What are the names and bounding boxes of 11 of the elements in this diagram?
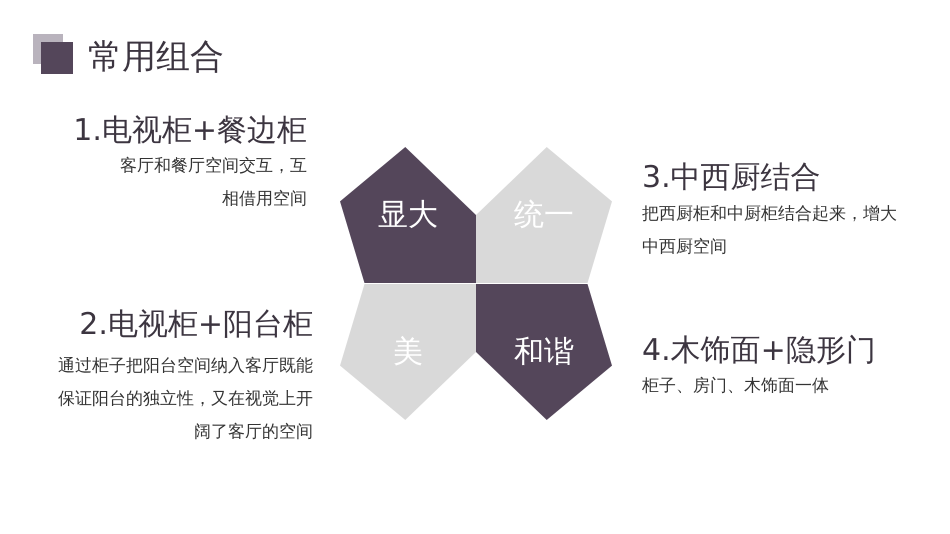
node-label: 和谐	[513, 334, 575, 372]
title: 常用组合	[88, 36, 224, 79]
description: 把西厨柜和中厨柜结合起来，增大中西厨空间	[642, 203, 897, 259]
description: 通过柜子把阳台空间纳入客厅既能保证阳台的独立性，又在视觉上开阔了客厅的空间	[57, 355, 313, 444]
node-label: 显大	[377, 196, 439, 234]
heading: 3.中西厨结合	[642, 159, 821, 197]
heading: 1.电视柜+餐边柜	[73, 112, 307, 150]
heading: 4.木饰面+隐形门	[642, 332, 876, 370]
description: 客厅和餐厅空间交互，互相借用空间	[119, 155, 307, 211]
description: 柜子、房门、木饰面一体	[642, 375, 830, 398]
heading: 2.电视柜+阳台柜	[79, 306, 313, 344]
